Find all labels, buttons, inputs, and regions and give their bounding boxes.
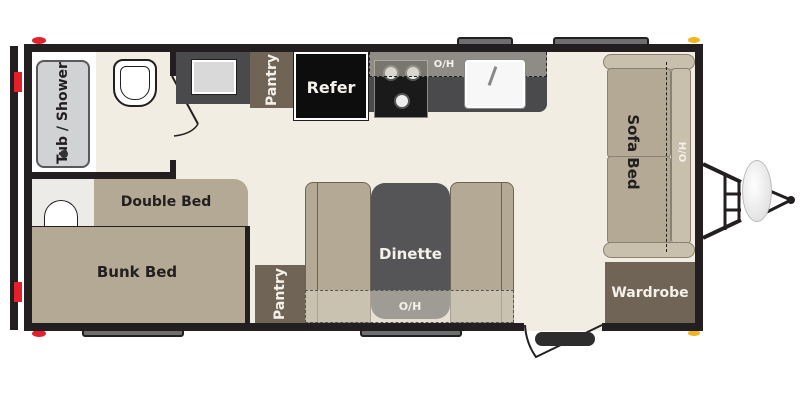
marker-light-corner-bottom-right [688,330,700,336]
dinette-label: Dinette [379,245,442,263]
sink-icon[interactable] [191,59,237,95]
bath-wall [32,172,176,179]
pantry-top[interactable]: Pantry [250,52,294,108]
refer-label: Refer [306,77,356,97]
bath-wall-right [170,52,176,76]
bath-wall-right-lower [170,160,176,176]
marker-light-rear-top [14,72,22,92]
sofa-bed-label: Sofa Bed [624,114,642,190]
bunk-bed[interactable]: Bunk Bed [32,226,250,323]
pantry-top-label: Pantry [264,53,280,107]
wardrobe[interactable]: Wardrobe [605,262,695,323]
refrigerator[interactable]: Refer [293,51,369,121]
pantry-bottom[interactable]: Pantry [255,265,305,323]
marker-light-corner-top-right [688,37,700,43]
entry-door-opening [524,323,602,331]
overhead-dinette: O/H [305,290,514,323]
marker-light-rear-bottom [14,282,22,302]
bunk-toilet-icon [44,200,78,226]
hitch-icon [703,162,795,240]
kitchen-sink-icon[interactable] [464,59,526,109]
drain-icon [60,150,68,158]
toilet-icon[interactable] [113,59,157,107]
marker-light-corner-bottom-left [32,330,46,337]
bath-vanity [176,52,250,104]
bunk-bed-label: Bunk Bed [96,263,178,281]
double-bed[interactable]: Double Bed [94,179,248,226]
entry-door-icon[interactable] [522,323,606,363]
marker-light-corner-top-left [32,37,46,44]
tub-shower[interactable]: Tub / Shower [36,60,90,168]
overhead-sofa-label: H/O [676,141,688,163]
overhead-sofa [666,62,694,252]
double-bed-label: Double Bed [120,194,212,210]
entry-step-icon[interactable] [535,332,595,346]
overhead-kitchen-label: O/H [433,58,455,70]
rear-bumper [10,46,18,330]
sofa-bed[interactable]: Sofa Bed H/O [603,54,695,258]
propane-tank-icon [742,160,772,222]
overhead-dinette-label: O/H [398,299,422,313]
pantry-bottom-label: Pantry [272,267,288,321]
wardrobe-label: Wardrobe [611,285,689,301]
